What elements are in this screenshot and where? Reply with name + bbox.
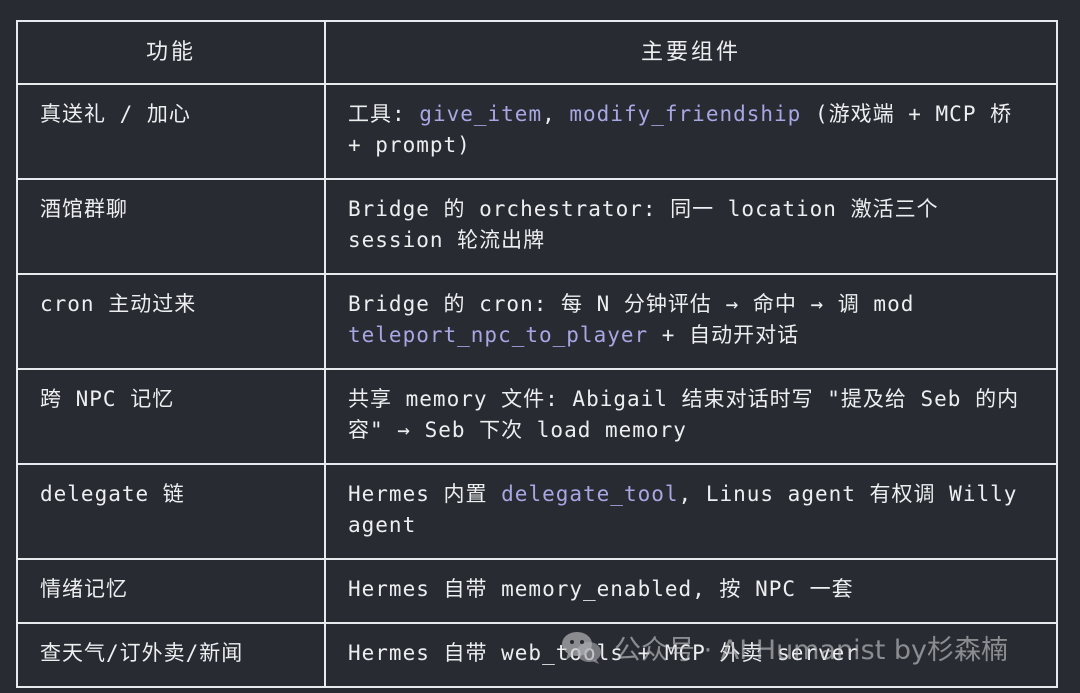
text-span: 共享 memory 文件: Abigail 结束对话时写 "提及给 Seb 的内… [348,387,1020,442]
table-row: 酒馆群聊 Bridge 的 orchestrator: 同一 location … [16,178,1058,275]
table-row: delegate 链 Hermes 内置 delegate_tool, Linu… [16,463,1058,560]
table-row: 跨 NPC 记忆 共享 memory 文件: Abigail 结束对话时写 "提… [16,368,1058,465]
components-cell: Bridge 的 cron: 每 N 分钟评估 → 命中 → 调 mod tel… [324,273,1058,370]
table-header-row: 功能 主要组件 [16,20,1058,85]
text-span: (游戏端 + MCP 桥 + prompt) [348,102,1013,157]
code-span: modify_friendship [569,102,802,126]
feature-cell: 情绪记忆 [16,558,326,624]
text-span: Bridge 的 orchestrator: 同一 location 激活三个 … [348,197,939,252]
feature-cell: delegate 链 [16,463,326,560]
text-span: 工具: [348,102,420,126]
components-cell: 工具: give_item, modify_friendship (游戏端 + … [324,83,1058,180]
text-span: + 自动开对话 [648,323,800,347]
text-span: , Linus agent 有权调 Willy agent [348,482,1018,537]
components-cell: 共享 memory 文件: Abigail 结束对话时写 "提及给 Seb 的内… [324,368,1058,465]
code-span: delegate_tool [501,482,679,506]
feature-cell: 真送礼 / 加心 [16,83,326,180]
text-span: Hermes 自带 web_tools + MCP 外卖 server [348,641,859,665]
text-span: Hermes 内置 [348,482,502,506]
feature-cell: 查天气/订外卖/新闻 [16,622,326,688]
feature-cell: 跨 NPC 记忆 [16,368,326,465]
feature-components-table: 功能 主要组件 真送礼 / 加心 工具: give_item, modify_f… [16,20,1058,688]
text-span: Bridge 的 cron: 每 N 分钟评估 → 命中 → 调 mod [348,292,915,316]
components-cell: Hermes 自带 web_tools + MCP 外卖 server [324,622,1058,688]
text-span: Hermes 自带 memory_enabled, 按 NPC 一套 [348,577,854,601]
code-span: give_item [419,102,543,126]
components-cell: Hermes 内置 delegate_tool, Linus agent 有权调… [324,463,1058,560]
table-row: 真送礼 / 加心 工具: give_item, modify_friendshi… [16,83,1058,180]
table-row: cron 主动过来 Bridge 的 cron: 每 N 分钟评估 → 命中 →… [16,273,1058,370]
code-span: teleport_npc_to_player [348,323,649,347]
table-row: 查天气/订外卖/新闻 Hermes 自带 web_tools + MCP 外卖 … [16,622,1058,688]
feature-cell: 酒馆群聊 [16,178,326,275]
table-row: 情绪记忆 Hermes 自带 memory_enabled, 按 NPC 一套 [16,558,1058,624]
components-cell: Bridge 的 orchestrator: 同一 location 激活三个 … [324,178,1058,275]
header-components: 主要组件 [324,20,1058,85]
header-feature: 功能 [16,20,326,85]
components-cell: Hermes 自带 memory_enabled, 按 NPC 一套 [324,558,1058,624]
text-span: , [542,102,570,126]
feature-cell: cron 主动过来 [16,273,326,370]
